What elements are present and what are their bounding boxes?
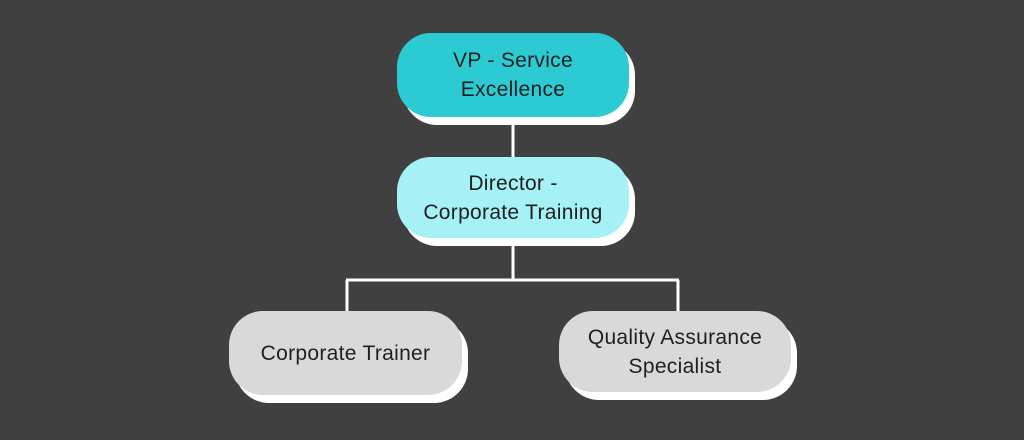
- node-quality-assurance-specialist: Quality Assurance Specialist: [559, 311, 791, 392]
- node-vp-service-excellence: VP - Service Excellence: [397, 33, 629, 117]
- node-director-corporate-training: Director - Corporate Training: [397, 157, 629, 238]
- node-corporate-trainer: Corporate Trainer: [229, 311, 462, 395]
